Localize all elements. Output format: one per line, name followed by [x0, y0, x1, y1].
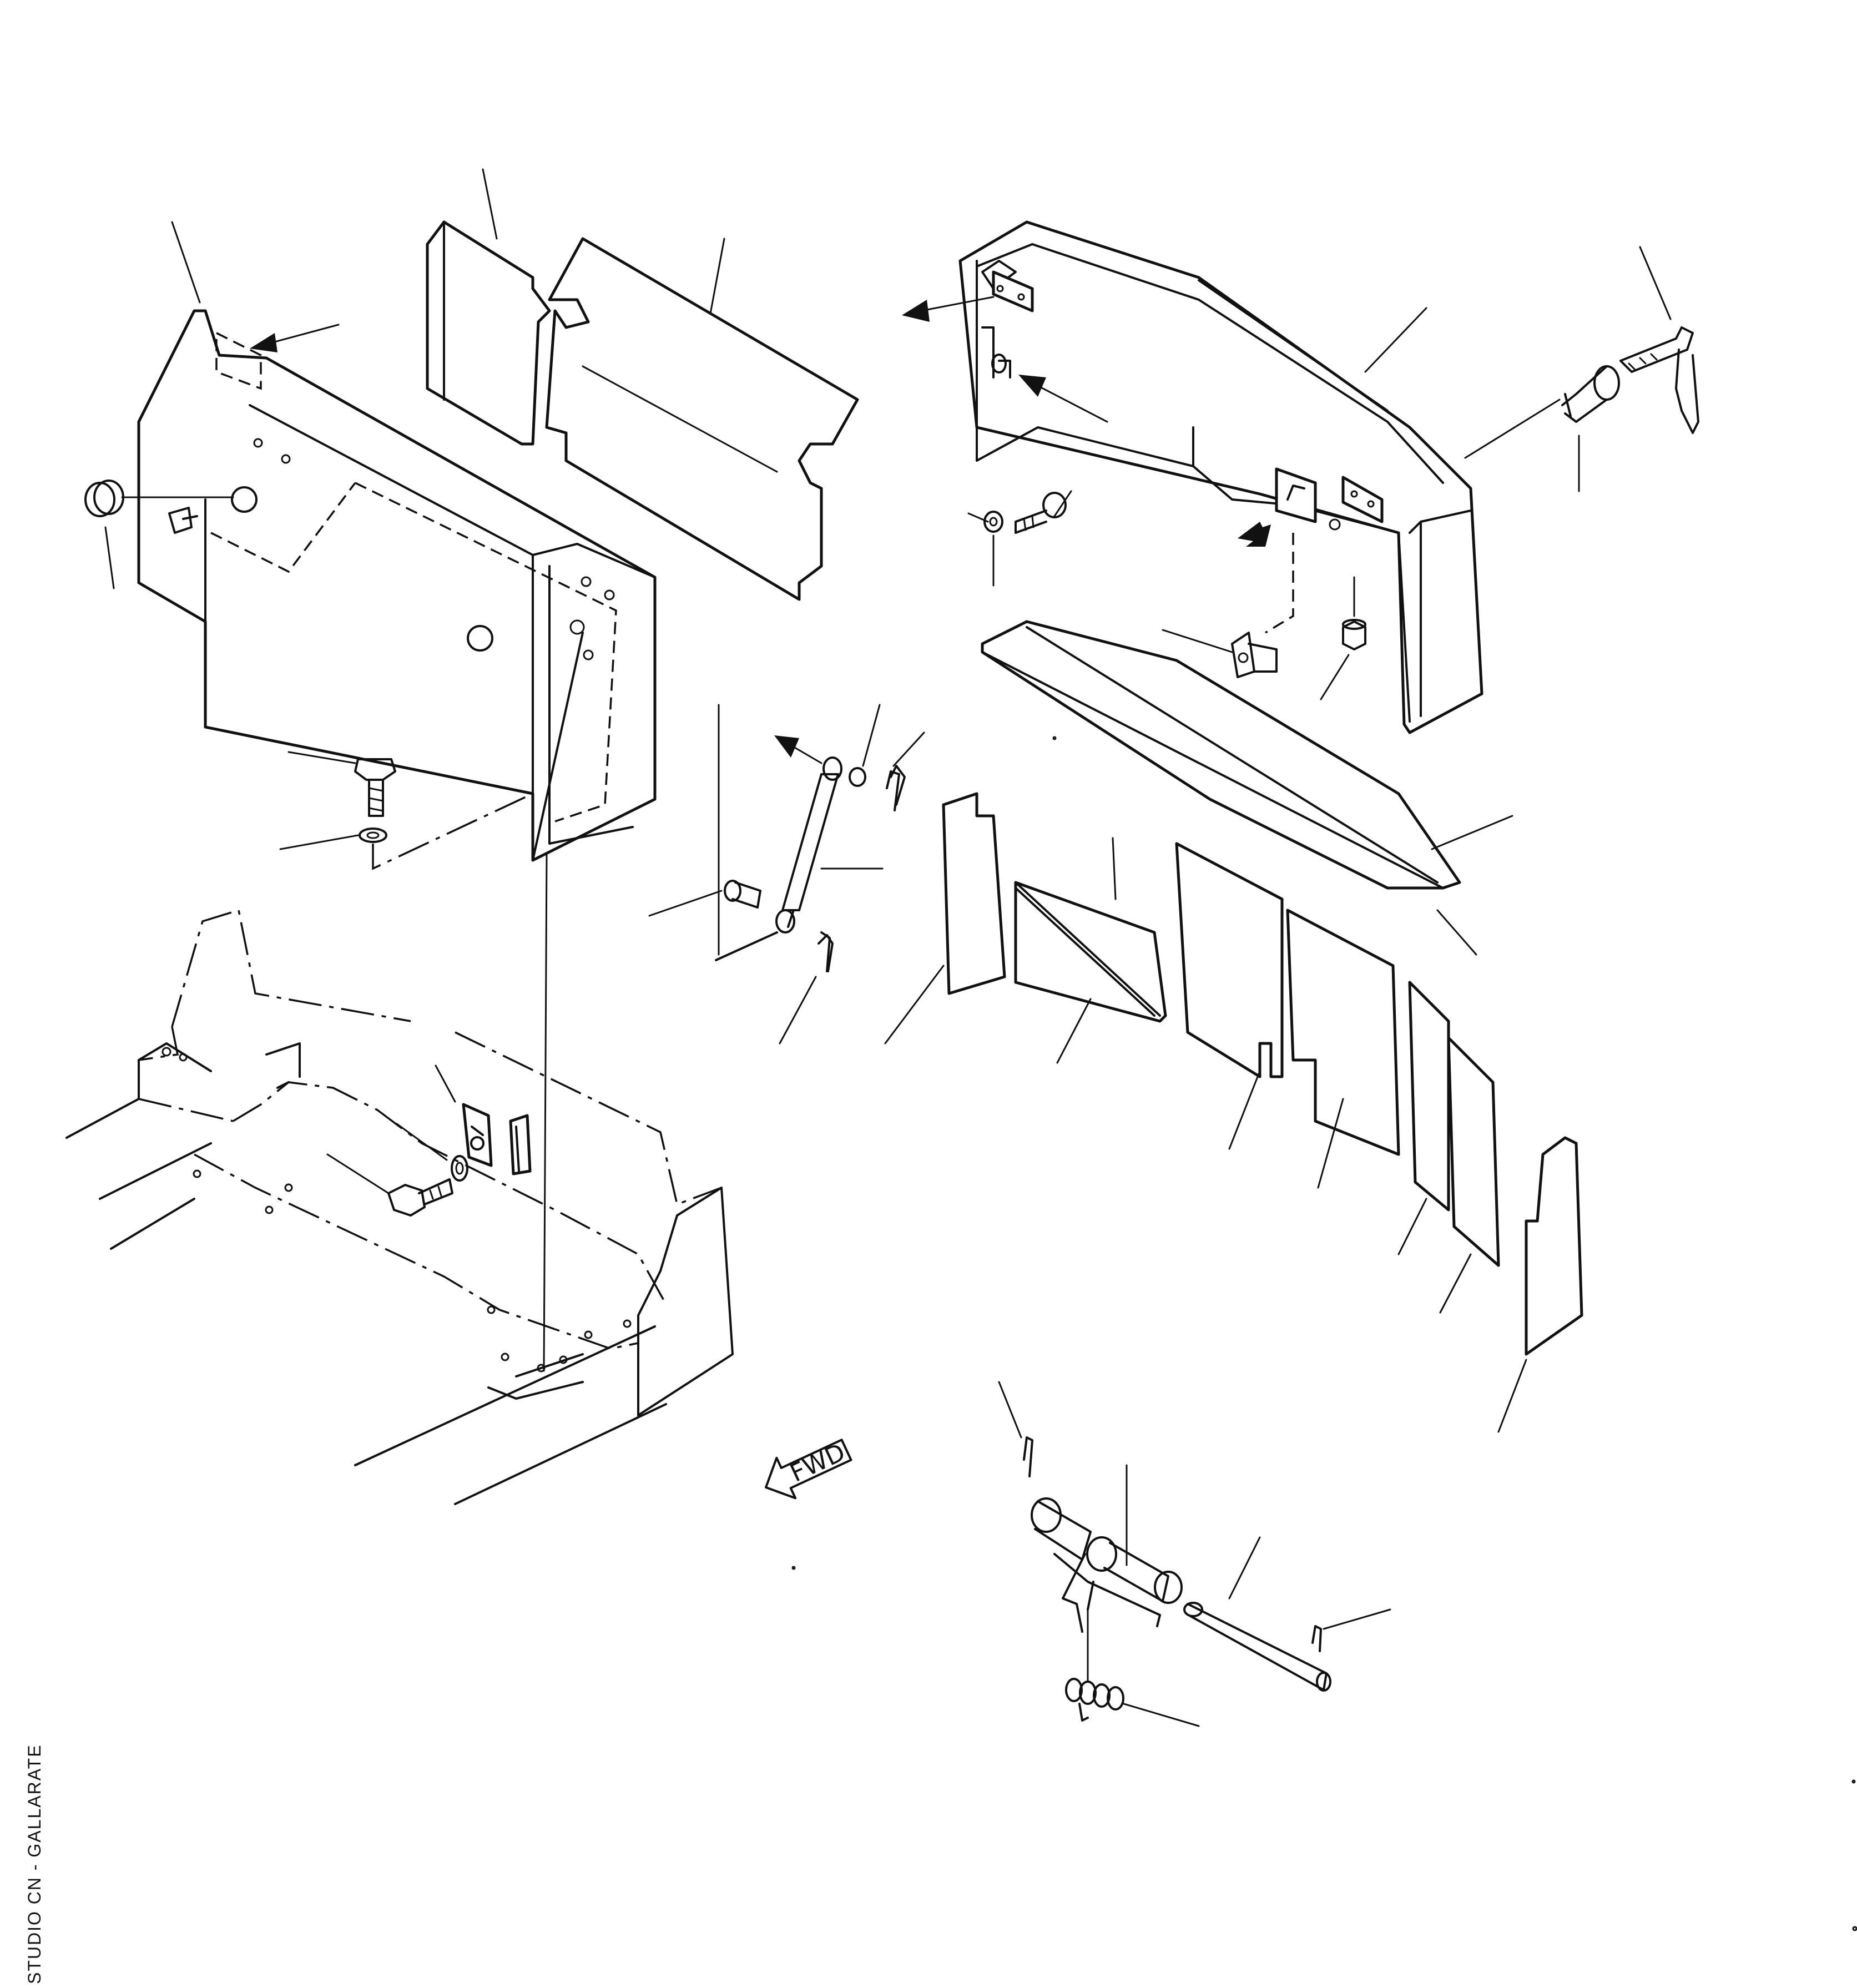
hairpin-clip-strut-top — [886, 770, 900, 811]
narrow-strip-b — [1447, 1036, 1500, 1267]
assembly-arrow-pin — [1018, 375, 1108, 423]
hairpin-clip — [1023, 1436, 1033, 1477]
center-pad-right — [1286, 909, 1400, 1156]
right-hood-box — [958, 220, 1483, 734]
hinge-pin-assembly — [1031, 1497, 1183, 1633]
insulation-pad-small — [426, 220, 551, 446]
torsion-spring — [1065, 1678, 1124, 1722]
studio-credit-label: STUDIO CN - GALLARATE — [24, 1744, 44, 1984]
triangle-insulation-pad — [1014, 881, 1167, 1023]
fwd-label: FWD — [786, 1438, 850, 1488]
plug-cap — [84, 480, 234, 517]
washer-right — [983, 511, 1003, 533]
ignition-keys — [1619, 326, 1699, 434]
hex-bolt — [387, 1178, 453, 1217]
hairpin-clip-strut-bottom — [818, 934, 834, 972]
hinge-bracket-left — [992, 270, 1034, 312]
center-pad-left — [1175, 842, 1284, 1078]
narrow-strip-a — [1408, 981, 1450, 1212]
gas-strut — [775, 756, 866, 934]
latch-catch-bracket — [1275, 467, 1317, 523]
latch-striker-plate — [462, 1103, 493, 1167]
side-pad-tall-left — [942, 792, 1006, 995]
forward-arrow-icon: FWD — [765, 1438, 852, 1500]
leader-lines — [104, 168, 1672, 1727]
assembly-arrow-strut — [774, 735, 822, 764]
side-pad-tall-right — [1525, 1136, 1583, 1356]
rubber-bumper — [1342, 619, 1366, 650]
lock-washer — [451, 1155, 468, 1182]
clip-bracket-left — [168, 507, 198, 534]
insertion-arrow-bold — [1238, 522, 1271, 547]
hood-bolt — [1015, 492, 1067, 534]
rubber-bumper-block — [509, 1114, 532, 1175]
long-seal-strip — [981, 620, 1461, 890]
hinge-bracket-right — [1341, 476, 1384, 523]
ball-stud — [724, 880, 761, 909]
washer-left — [359, 828, 387, 843]
assembly-arrow-hood — [902, 296, 995, 322]
lock-cylinder — [1561, 365, 1620, 423]
assembly-arrow-top-left — [250, 324, 340, 352]
cap-screw — [354, 758, 396, 817]
insulation-pad-large — [545, 237, 859, 601]
hinge-pin — [1183, 1602, 1331, 1692]
left-cowl-panel — [137, 309, 657, 862]
spring-latch-clip — [1231, 632, 1278, 678]
cotter-pin-right — [1311, 1625, 1322, 1652]
chassis-frame-phantom — [65, 909, 734, 1505]
